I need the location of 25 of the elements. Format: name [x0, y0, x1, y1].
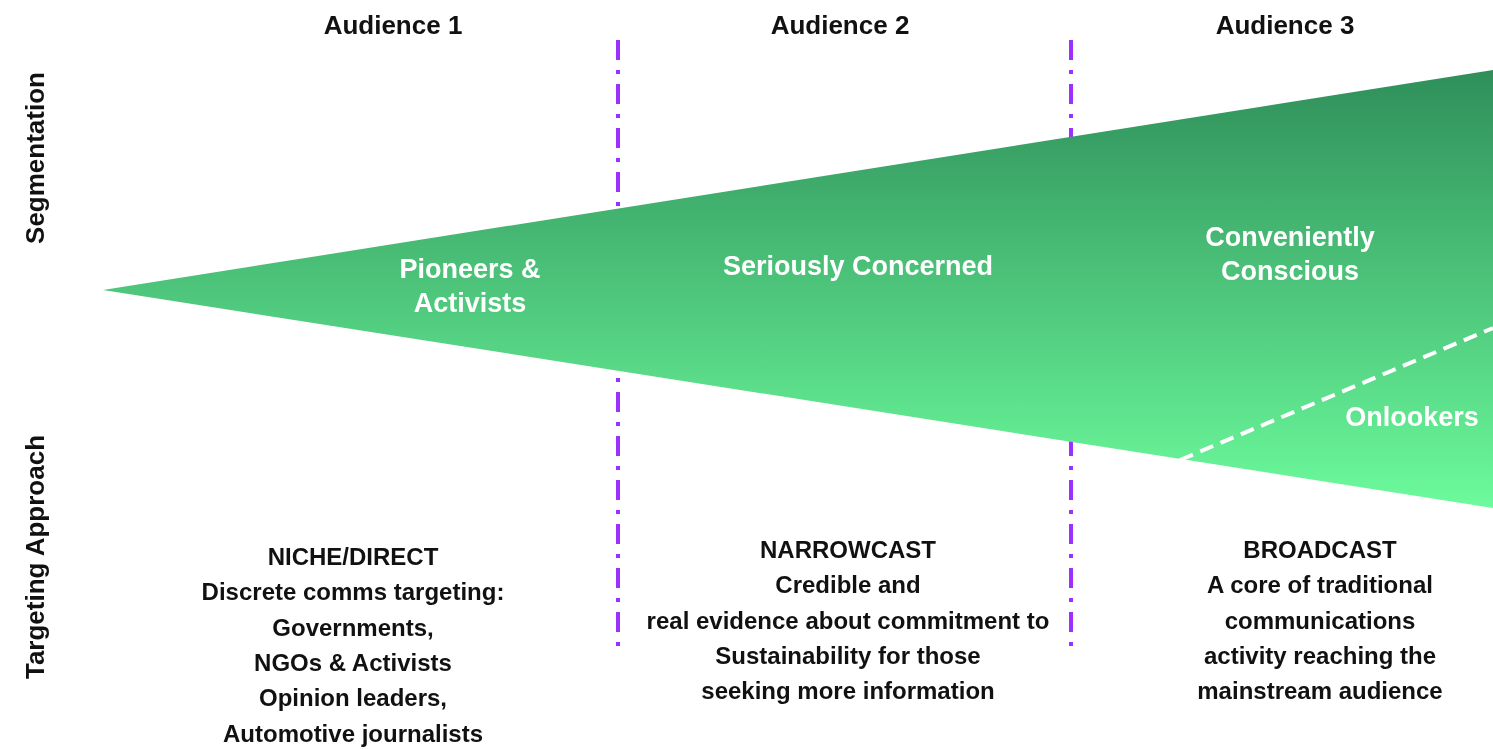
approach-text: real evidence about commitment to: [646, 605, 1050, 636]
approach-text: Discrete comms targeting:: [201, 577, 505, 608]
axis-label: Segmentation: [18, 72, 51, 244]
approach-heading: NICHE/DIRECT: [267, 542, 439, 572]
column-heading: Audience 1: [323, 8, 463, 42]
approach-text: seeking more information: [701, 676, 995, 707]
segment-label: Seriously Concerned: [721, 250, 995, 284]
segment-label: Conveniently Conscious: [1204, 221, 1376, 288]
approach-text: NGOs & Activists: [254, 647, 452, 678]
approach-text: Automotive journalists: [223, 718, 483, 749]
column-heading: Audience 3: [1215, 8, 1355, 42]
approach-text: Governments,: [272, 612, 434, 643]
segment-label: Pioneers & Activists: [398, 253, 542, 320]
approach-text: communications: [1224, 605, 1416, 636]
approach-text: Opinion leaders,: [259, 683, 447, 714]
axis-label: Targeting Approach: [18, 434, 51, 680]
approach-heading: NARROWCAST: [760, 535, 936, 565]
approach-text: activity reaching the: [1203, 640, 1437, 671]
column-heading: Audience 2: [770, 8, 910, 42]
approach-text: A core of traditional: [1207, 570, 1433, 601]
approach-text: Credible and: [775, 570, 921, 601]
approach-text: mainstream audience: [1197, 676, 1443, 707]
approach-heading: BROADCAST: [1243, 535, 1397, 565]
approach-text: Sustainability for those: [715, 640, 981, 671]
segment-label: Onlookers: [1344, 401, 1480, 435]
